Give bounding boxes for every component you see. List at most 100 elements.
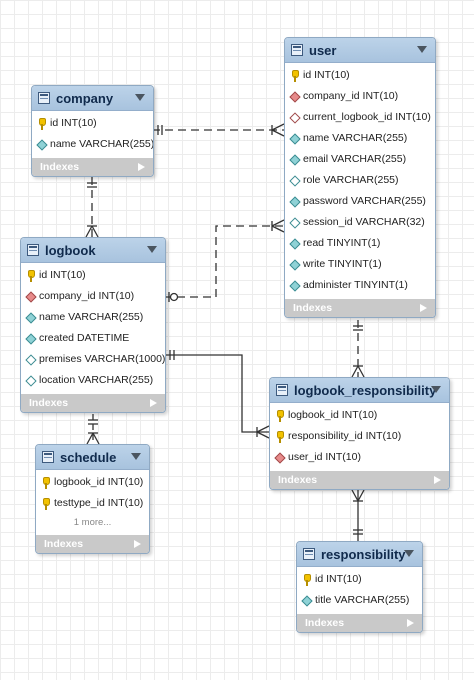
column-list: id INT(10) company_id INT(10) name VARCH… [21, 263, 165, 394]
column-row[interactable]: read TINYINT(1) [285, 233, 435, 254]
diamond-outline-icon [290, 175, 299, 187]
diamond-icon [290, 238, 299, 250]
indexes-label: Indexes [305, 617, 345, 629]
collapse-triangle-icon[interactable] [417, 46, 427, 53]
rel-company-logbook[interactable] [85, 177, 99, 238]
table-header[interactable]: user [285, 38, 435, 63]
column-row[interactable]: company_id INT(10) [285, 86, 435, 107]
collapse-triangle-icon[interactable] [147, 246, 157, 253]
column-row[interactable]: title VARCHAR(255) [297, 590, 422, 611]
collapse-triangle-icon[interactable] [135, 94, 145, 101]
indexes-label: Indexes [293, 302, 333, 314]
column-label: id INT(10) [315, 573, 362, 585]
table-name: schedule [60, 449, 117, 465]
column-row[interactable]: current_logbook_id INT(10) [285, 107, 435, 128]
column-row[interactable]: administer TINYINT(1) [285, 275, 435, 296]
table-header[interactable]: responsibility [297, 542, 422, 567]
table-header[interactable]: company [32, 86, 153, 111]
column-row[interactable]: write TINYINT(1) [285, 254, 435, 275]
column-label: role VARCHAR(255) [303, 174, 399, 186]
diamond-icon [290, 196, 299, 208]
column-label: name VARCHAR(255) [303, 132, 408, 144]
column-label: company_id INT(10) [303, 90, 399, 102]
expand-triangle-icon[interactable] [134, 540, 141, 548]
column-row[interactable]: premises VARCHAR(1000) [21, 349, 165, 370]
table-responsibility[interactable]: responsibility id INT(10) title VARCHAR(… [296, 541, 423, 633]
rel-logbook-logbook-responsibility[interactable] [164, 350, 270, 439]
indexes-section[interactable]: Indexes [36, 535, 149, 553]
diamond-outline-icon [26, 354, 35, 366]
rel-user-logbook-responsibility[interactable] [351, 320, 365, 378]
column-row[interactable]: session_id VARCHAR(32) [285, 212, 435, 233]
foreign-key-icon [290, 91, 299, 103]
table-logbook-responsibility[interactable]: logbook_responsibility logbook_id INT(10… [269, 377, 450, 490]
expand-triangle-icon[interactable] [150, 399, 157, 407]
column-row[interactable]: name VARCHAR(255) [21, 307, 165, 328]
diamond-icon [290, 154, 299, 166]
expand-triangle-icon[interactable] [138, 163, 145, 171]
table-icon [291, 44, 303, 56]
more-columns-link[interactable]: 1 more... [73, 517, 112, 528]
table-name: user [309, 42, 337, 58]
table-company[interactable]: company id INT(10) name VARCHAR(255) Ind… [31, 85, 154, 177]
indexes-section[interactable]: Indexes [32, 158, 153, 176]
column-label: user_id INT(10) [288, 451, 361, 463]
column-row[interactable]: testtype_id INT(10) [36, 493, 149, 514]
table-header[interactable]: logbook_responsibility [270, 378, 449, 403]
column-row[interactable]: responsibility_id INT(10) [270, 426, 449, 447]
foreign-key-icon [26, 291, 35, 303]
column-row[interactable]: name VARCHAR(255) [32, 134, 153, 155]
column-label: responsibility_id INT(10) [288, 430, 402, 442]
table-icon [27, 244, 39, 256]
rel-logbook-user[interactable] [164, 219, 285, 302]
table-name: responsibility [321, 546, 406, 562]
collapse-triangle-icon[interactable] [131, 453, 141, 460]
column-label: current_logbook_id INT(10) [303, 111, 431, 123]
diamond-outline-icon [290, 217, 299, 229]
expand-triangle-icon[interactable] [420, 304, 427, 312]
diamond-icon [290, 259, 299, 271]
column-row[interactable]: company_id INT(10) [21, 286, 165, 307]
column-list: id INT(10) name VARCHAR(255) [32, 111, 153, 158]
table-user[interactable]: user id INT(10) company_id INT(10) curre… [284, 37, 436, 318]
column-row[interactable]: location VARCHAR(255) [21, 370, 165, 391]
column-row[interactable]: created DATETIME [21, 328, 165, 349]
column-label: id INT(10) [50, 117, 97, 129]
indexes-section[interactable]: Indexes [297, 614, 422, 632]
collapse-triangle-icon[interactable] [404, 550, 414, 557]
column-row[interactable]: logbook_id INT(10) [270, 405, 449, 426]
column-label: name VARCHAR(255) [39, 311, 144, 323]
column-row[interactable]: id INT(10) [32, 113, 153, 134]
column-row[interactable]: id INT(10) [21, 265, 165, 286]
expand-triangle-icon[interactable] [434, 476, 441, 484]
column-row[interactable]: email VARCHAR(255) [285, 149, 435, 170]
expand-triangle-icon[interactable] [407, 619, 414, 627]
column-row[interactable]: logbook_id INT(10) [36, 472, 149, 493]
indexes-section[interactable]: Indexes [285, 299, 435, 317]
column-label: created DATETIME [39, 332, 130, 344]
indexes-section[interactable]: Indexes [21, 394, 165, 412]
column-row[interactable]: user_id INT(10) [270, 447, 449, 468]
column-row[interactable]: id INT(10) [297, 569, 422, 590]
column-row[interactable]: role VARCHAR(255) [285, 170, 435, 191]
indexes-label: Indexes [40, 161, 80, 173]
column-row[interactable]: name VARCHAR(255) [285, 128, 435, 149]
column-label: name VARCHAR(255) [50, 138, 154, 150]
column-label: id INT(10) [303, 69, 350, 81]
table-logbook[interactable]: logbook id INT(10) company_id INT(10) na… [20, 237, 166, 413]
table-name: company [56, 90, 114, 106]
key-icon [290, 69, 299, 82]
table-icon [276, 384, 288, 396]
column-label: title VARCHAR(255) [315, 594, 410, 606]
diamond-icon [26, 333, 35, 345]
column-row[interactable]: password VARCHAR(255) [285, 191, 435, 212]
collapse-triangle-icon[interactable] [431, 386, 441, 393]
rel-company-user[interactable] [152, 123, 285, 137]
indexes-section[interactable]: Indexes [270, 471, 449, 489]
rel-responsibility-logbook-responsibility[interactable] [351, 489, 365, 541]
column-row[interactable]: id INT(10) [285, 65, 435, 86]
rel-logbook-schedule[interactable] [86, 414, 100, 445]
table-schedule[interactable]: schedule logbook_id INT(10) testtype_id … [35, 444, 150, 554]
table-header[interactable]: schedule [36, 445, 149, 470]
table-header[interactable]: logbook [21, 238, 165, 263]
